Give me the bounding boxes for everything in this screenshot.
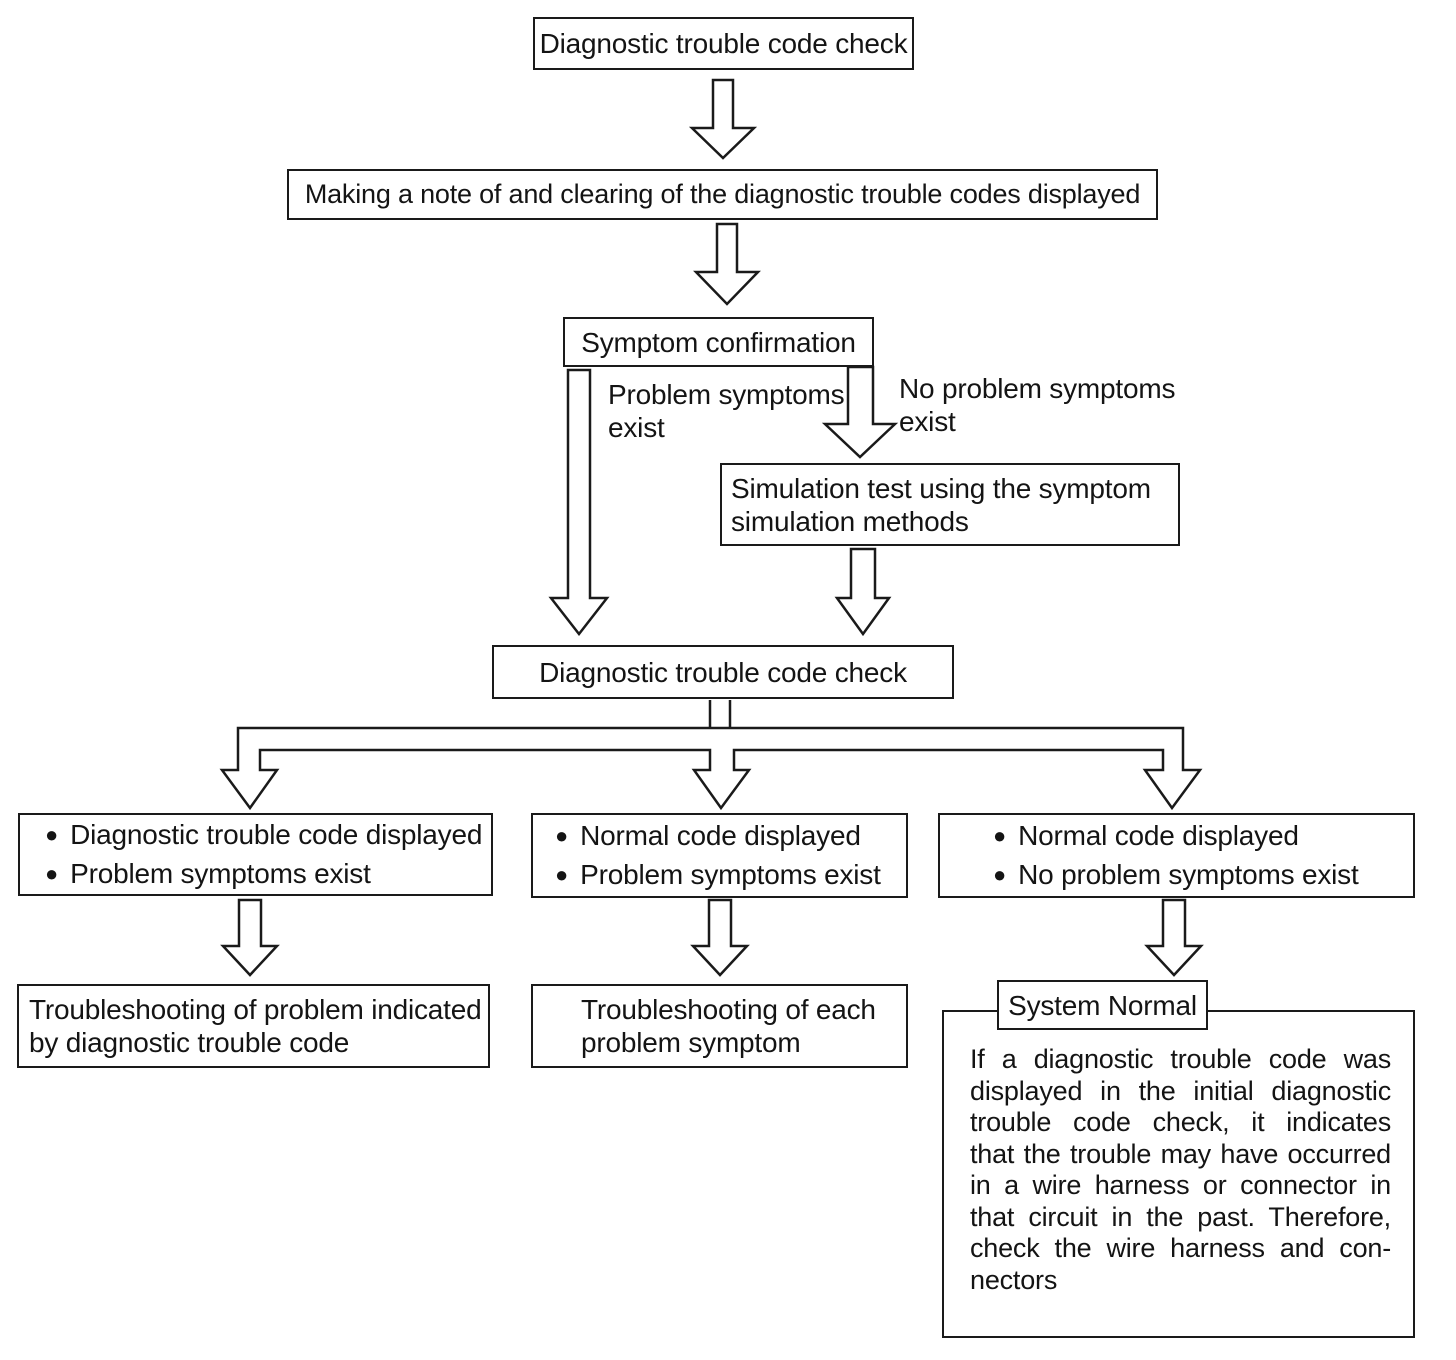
node-outcome-normal-code-no-problem: ● Normal code displayed ● No problem sym… — [938, 813, 1415, 898]
node-troubleshoot-symptom: Troubleshooting of each problem symptom — [531, 984, 908, 1068]
connector-three-way-split — [219, 726, 1203, 811]
bullet-icon: ● — [555, 861, 569, 887]
edge-label-problem-symptoms: Problem symptoms exist — [608, 379, 845, 443]
bullet-icon: ● — [555, 822, 569, 848]
node-dtc-check-initial: Diagnostic trouble code check — [533, 17, 914, 70]
node-troubleshoot-dtc: Troubleshooting of problem indicated by … — [17, 984, 490, 1068]
node-outcome-normal-code-problem: ● Normal code displayed ● Problem sympto… — [531, 813, 908, 898]
arrow-outcome-center-down — [690, 898, 750, 977]
bullet-icon: ● — [45, 821, 59, 847]
connector-stub-dtc2 — [708, 700, 732, 727]
node-system-normal-note: If a diagnostic trouble code was display… — [942, 1010, 1415, 1338]
node-note-and-clear: Making a note of and clearing of the dia… — [287, 169, 1158, 220]
outcome-item: ● Problem symptoms exist — [555, 858, 881, 890]
bullet-icon: ● — [993, 861, 1007, 887]
node-symptom-confirmation: Symptom confirmation — [563, 317, 874, 367]
arrow-problem-to-dtc2 — [548, 368, 610, 637]
bullet-icon: ● — [993, 822, 1007, 848]
node-dtc-check-second: Diagnostic trouble code check — [492, 645, 954, 699]
edge-label-no-problem-symptoms: No problem symptoms exist — [899, 373, 1176, 437]
arrow-outcome-right-down — [1144, 898, 1204, 977]
arrow-note-to-symptom — [693, 222, 761, 306]
node-outcome-dtc-displayed: ● Diagnostic trouble code displayed ● Pr… — [18, 813, 493, 896]
arrow-initial-to-note — [688, 78, 758, 160]
bullet-icon: ● — [45, 860, 59, 886]
arrow-outcome-left-down — [220, 898, 280, 977]
outcome-item: ● Diagnostic trouble code displayed — [45, 818, 483, 850]
arrow-no-problem-to-simulation — [821, 365, 899, 459]
arrow-simulation-to-dtc2 — [834, 547, 892, 637]
outcome-item: ● No problem symptoms exist — [993, 858, 1359, 890]
node-simulation-test: Simulation test using the symptom simula… — [720, 463, 1180, 546]
node-system-normal: System Normal — [997, 980, 1208, 1030]
outcome-item: ● Normal code displayed — [993, 819, 1299, 851]
outcome-item: ● Normal code displayed — [555, 819, 861, 851]
outcome-item: ● Problem symptoms exist — [45, 857, 371, 889]
